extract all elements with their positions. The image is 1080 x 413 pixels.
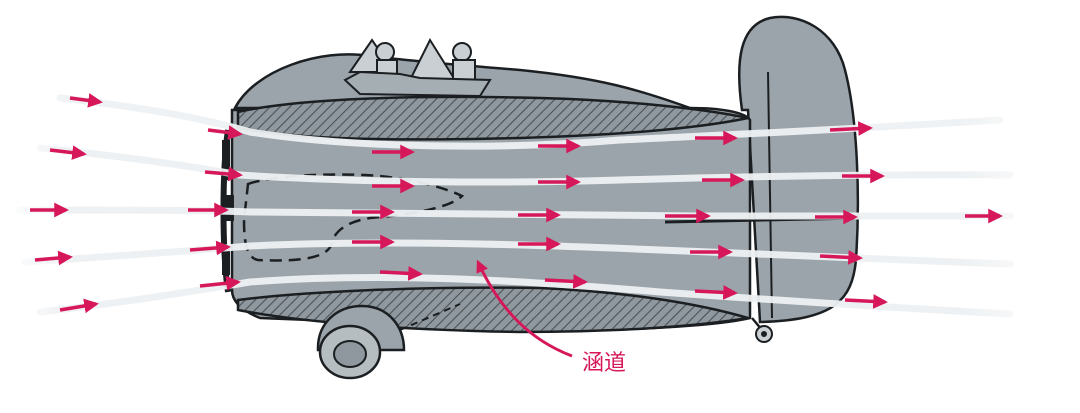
- fade-right: [960, 60, 1080, 360]
- tail-wheel: [751, 317, 773, 343]
- airflow-arrow: [69, 93, 103, 108]
- airflow-arrow: [189, 240, 231, 256]
- airflow-streams: [16, 94, 1014, 318]
- airflow-arrow: [379, 266, 423, 281]
- cockpit-rim: [343, 70, 492, 98]
- airflow-arrow: [694, 285, 738, 300]
- airflow-arrow: [34, 250, 73, 266]
- upper-duct-wall: [236, 95, 749, 141]
- airflow-arrow: [207, 125, 243, 140]
- airflow-stream: [56, 94, 1004, 150]
- airflow-stream: [36, 273, 1014, 318]
- airflow-stream: [16, 206, 1014, 220]
- airflow-stream: [36, 144, 1014, 186]
- pilot-rear: [408, 37, 476, 83]
- duct-label: 涵道: [582, 351, 626, 376]
- airflow-arrow: [829, 121, 873, 136]
- airflow-arrow: [844, 294, 888, 309]
- airflow-arrow: [199, 275, 241, 291]
- airflow-arrows: [30, 93, 1003, 314]
- airflow-arrow: [544, 274, 588, 289]
- airflow-arrow: [204, 166, 243, 182]
- main-landing-gear: [316, 303, 461, 380]
- airflow-arrow: [59, 298, 99, 314]
- tail-fin: [737, 15, 860, 324]
- airflow-arrow: [49, 145, 87, 160]
- duct-callout-line: [476, 259, 573, 358]
- airflow-arrow: [819, 250, 863, 265]
- rudder-hinge: [767, 71, 773, 319]
